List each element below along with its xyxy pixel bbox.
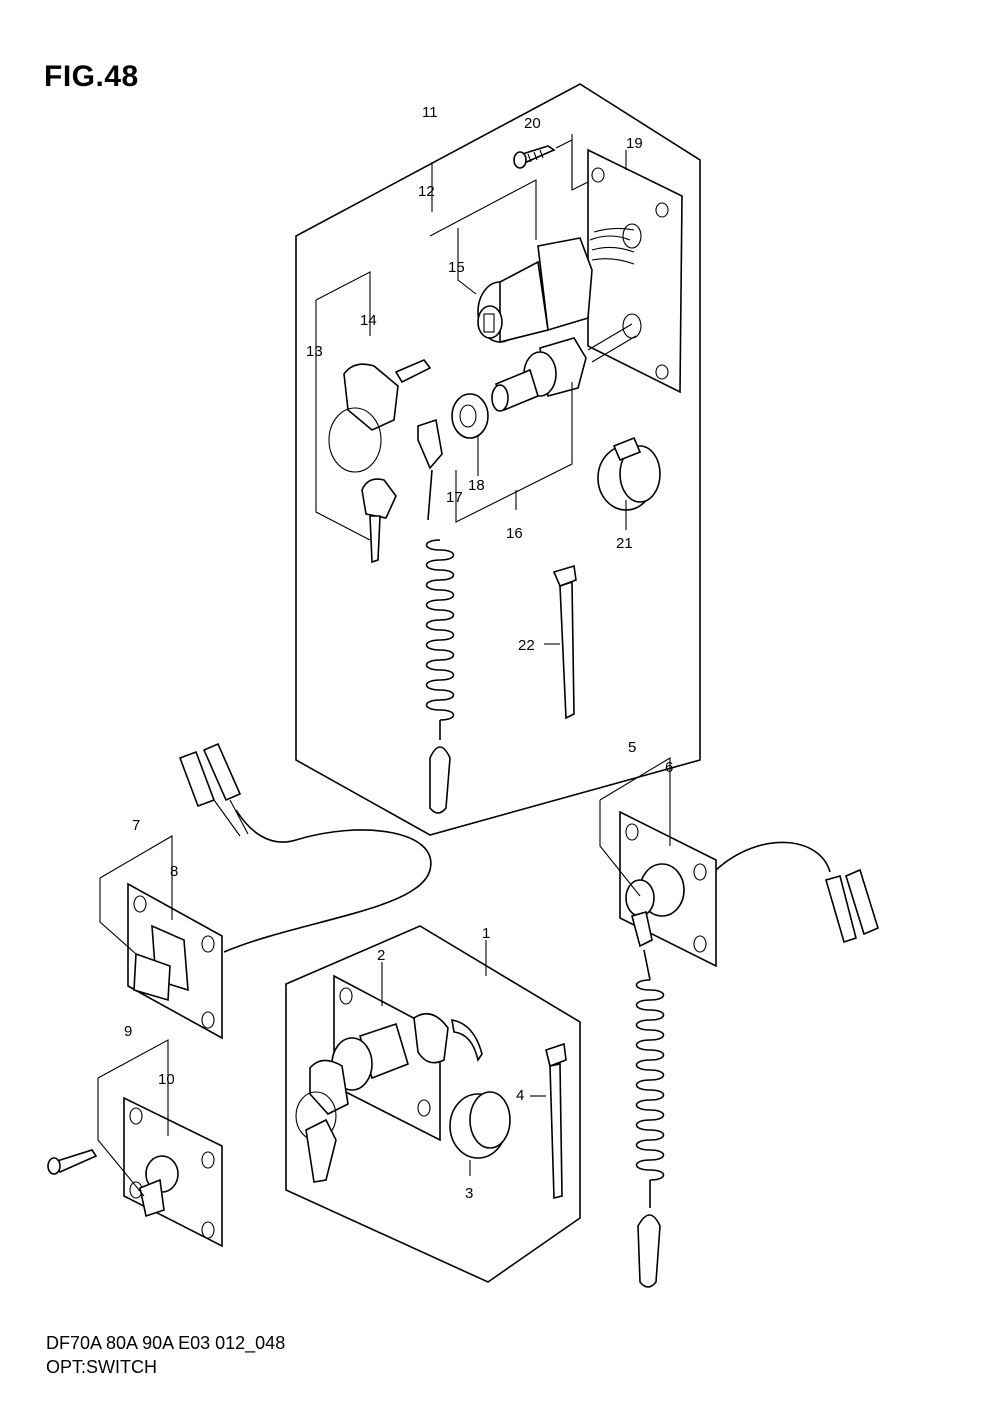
callout-7: 7 xyxy=(132,817,140,834)
figure-caption: OPT:SWITCH xyxy=(46,1357,157,1377)
callout-11: 11 xyxy=(422,104,438,121)
cap-21 xyxy=(597,436,661,511)
callout-6: 6 xyxy=(665,759,673,776)
callout-15: 15 xyxy=(448,259,465,276)
callout-20: 20 xyxy=(524,115,541,132)
callout-2: 2 xyxy=(377,947,385,964)
stop-switch-16 xyxy=(491,323,637,412)
stop-switch-panel-5-6 xyxy=(599,757,879,1288)
callout-21: 21 xyxy=(616,535,633,552)
ignition-switch-15 xyxy=(477,227,635,344)
callout-1: 1 xyxy=(482,925,490,942)
callout-8: 8 xyxy=(170,863,178,880)
callout-19: 19 xyxy=(626,135,643,152)
cable-tie-22 xyxy=(552,564,577,720)
kit-11-outline xyxy=(295,83,701,836)
lanyard-17 xyxy=(417,418,455,814)
toggle-switch-panel-9-10 xyxy=(47,1039,223,1248)
callout-12: 12 xyxy=(418,183,435,200)
kit-1-switch-box xyxy=(285,925,581,1283)
callout-14: 14 xyxy=(360,312,377,329)
rocker-switch-panel-7-8 xyxy=(99,742,432,1040)
model-code: DF70A 80A 90A E03 012_048 xyxy=(46,1333,286,1353)
callout-17: 17 xyxy=(446,489,463,506)
callout-3: 3 xyxy=(465,1185,473,1202)
callout-9: 9 xyxy=(124,1023,132,1040)
callout-5: 5 xyxy=(628,739,636,756)
callout-16: 16 xyxy=(506,525,523,542)
figure-title: FIG.48 xyxy=(44,60,139,93)
key-set-13-14 xyxy=(328,359,432,564)
callout-18: 18 xyxy=(468,477,485,494)
screw-20 xyxy=(513,139,589,191)
callout-22: 22 xyxy=(518,637,535,654)
kit-11-subgroup-lines xyxy=(315,134,627,645)
callout-13: 13 xyxy=(306,343,323,360)
callout-4: 4 xyxy=(516,1087,524,1104)
callout-10: 10 xyxy=(158,1071,175,1088)
nut-18 xyxy=(451,393,489,439)
callout-labels: 1 2 3 4 5 6 7 8 9 10 11 12 13 14 15 16 1… xyxy=(124,104,673,1202)
